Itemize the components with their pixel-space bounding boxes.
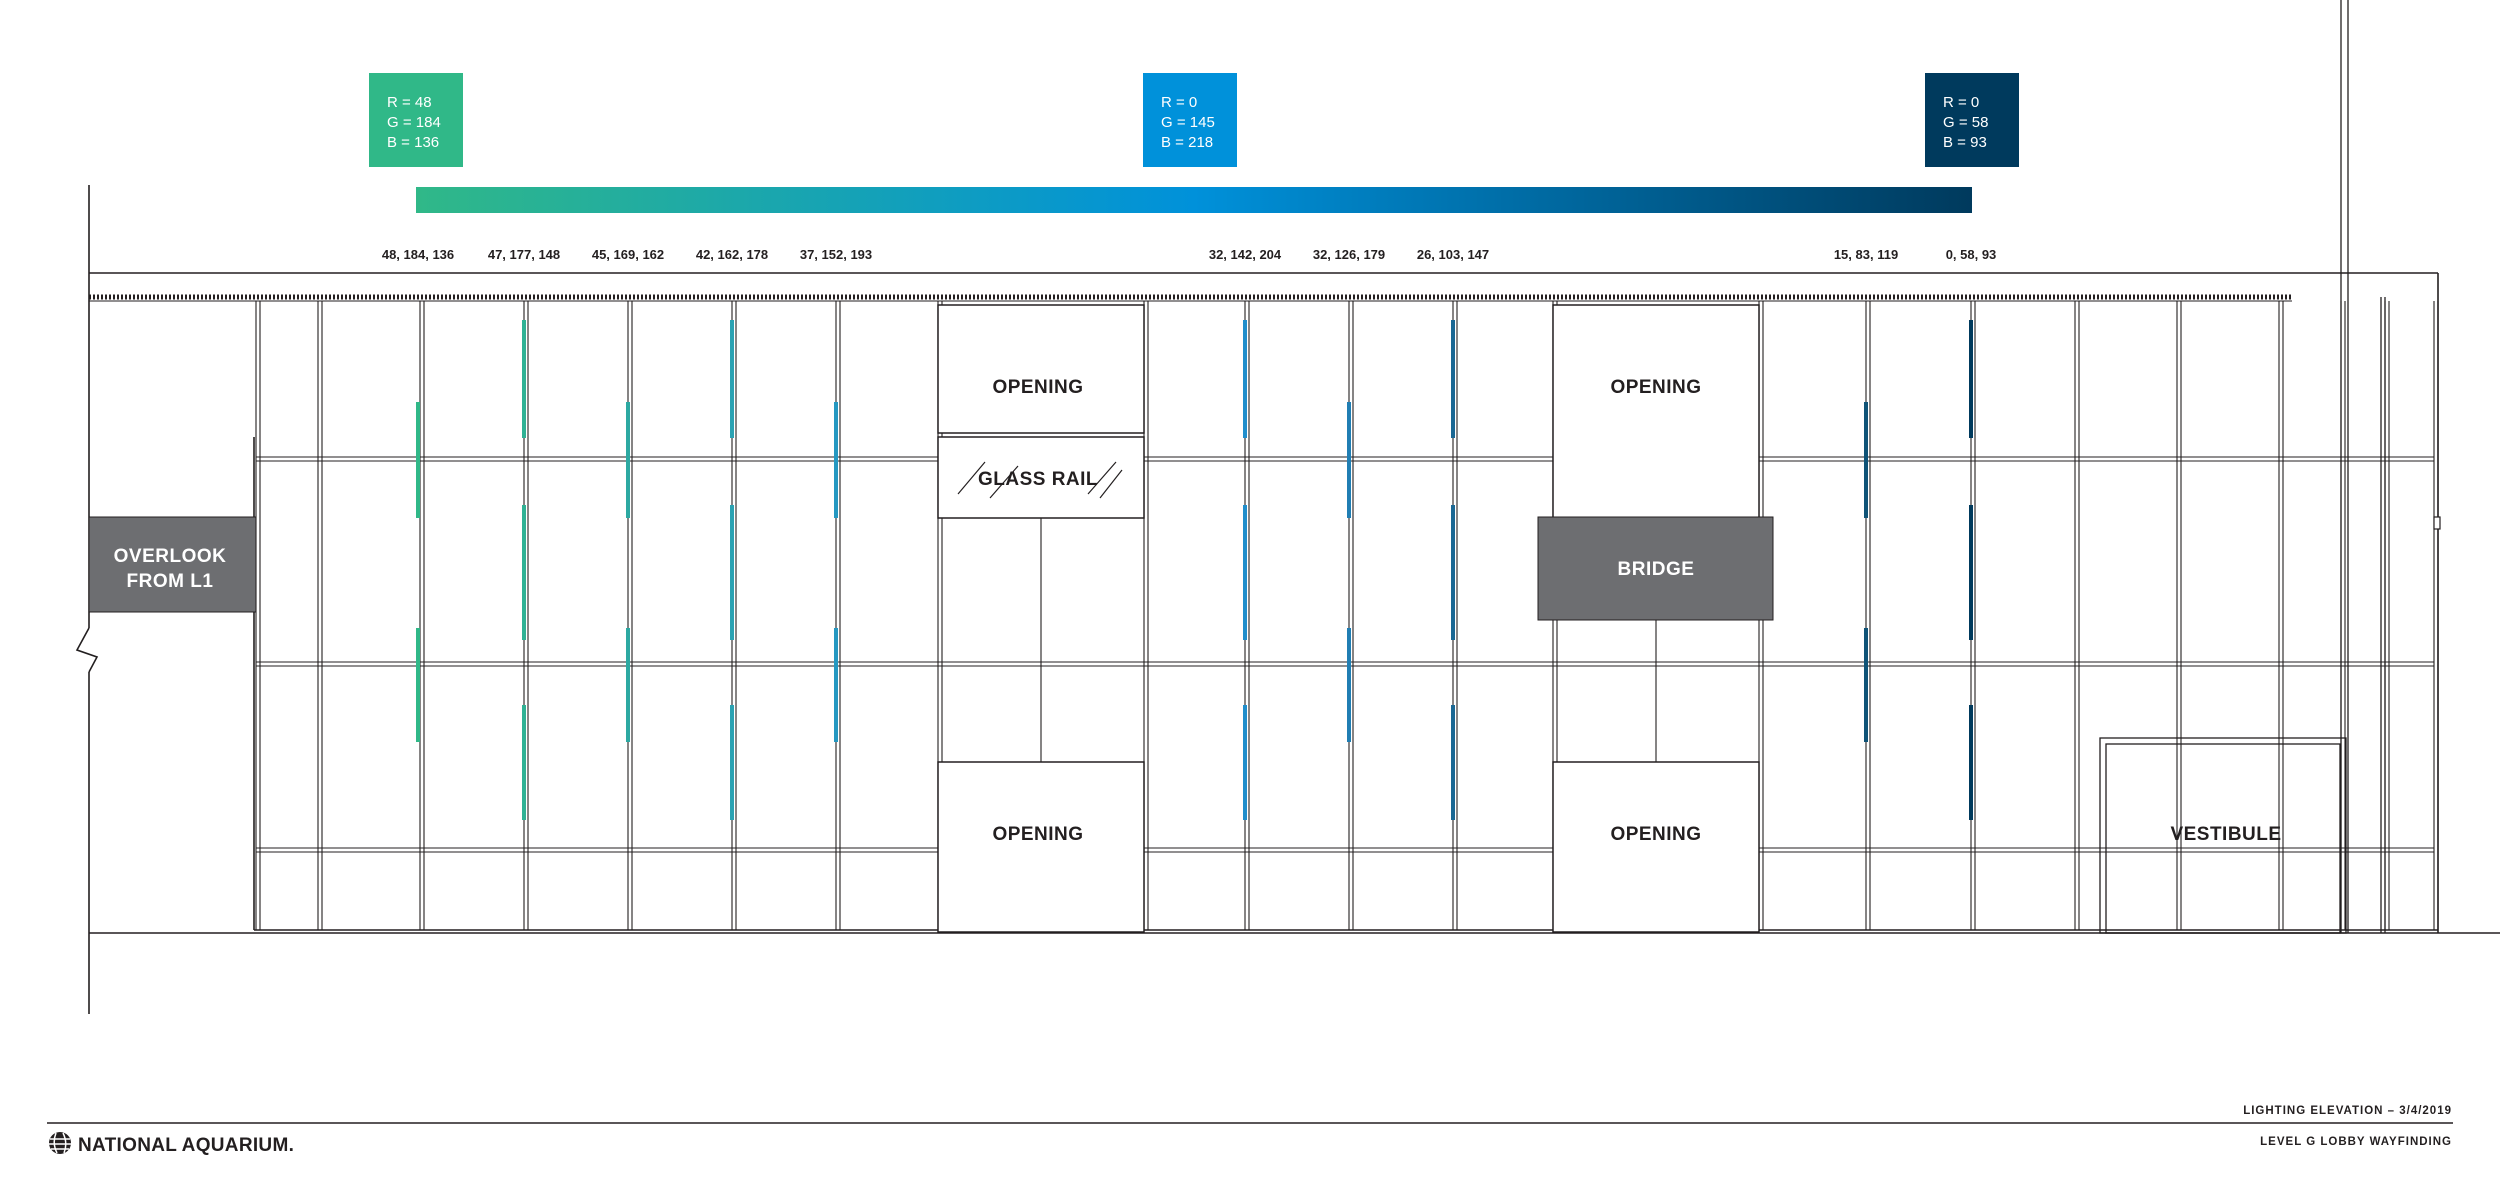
opening-boxes [937,304,1760,933]
swatch-value-text: G = 58 [1943,114,1988,131]
light-fixture-group [416,320,1973,820]
rgb-value-label: 26, 103, 147 [1417,247,1489,262]
overlook-label-box [88,516,257,613]
rgb-value-label: 45, 169, 162 [592,247,664,262]
glass-rail-hatch [957,461,1123,499]
curtain-wall-structure [75,185,2500,1014]
swatch-value-text: R = 48 [387,94,432,111]
rgb-label-group: 48, 184, 136 47, 177, 148 45, 169, 162 42, … [382,247,1996,262]
panel-grid [255,301,2439,930]
swatch-box [1925,73,2019,167]
overlook-label-line1: OVERLOOK [114,546,227,567]
opening-top-left-label: OPENING [992,377,1083,398]
rgb-value-label: 32, 142, 204 [1209,247,1282,262]
color-swatch: R = 0 G = 145 B = 218 [1143,73,1237,167]
swatch-value-text: B = 136 [387,134,439,151]
vertical-pipe [2340,0,2441,933]
rgb-value-label: 42, 162, 178 [696,247,768,262]
swatch-value-text: B = 93 [1943,134,1987,151]
swatch-value-text: G = 145 [1161,114,1215,131]
opening-top-right-label: OPENING [1610,377,1701,398]
color-swatch: R = 0 G = 58 B = 93 [1925,73,2019,167]
rgb-value-label: 15, 83, 119 [1834,247,1898,262]
swatch-value-text: B = 218 [1161,134,1213,151]
globe-logo-icon [49,1132,71,1154]
rgb-value-label: 37, 152, 193 [800,247,872,262]
swatch-box [369,73,463,167]
color-swatch: R = 48 G = 184 B = 136 [369,73,463,167]
rgb-value-label: 48, 184, 136 [382,247,454,262]
overlook-label-line2: FROM L1 [127,571,214,592]
swatch-value-text: R = 0 [1161,94,1197,111]
rgb-value-label: 32, 126, 179 [1313,247,1385,262]
brand-name: NATIONAL AQUARIUM. [78,1135,294,1156]
bridge-label-box [1537,516,1774,621]
swatch-value-text: R = 0 [1943,94,1979,111]
color-gradient-bar [416,187,1972,213]
swatch-box [1143,73,1237,167]
vestibule-label: VESTIBULE [2170,824,2281,845]
drawing-subtitle: LEVEL G LOBBY WAYFINDING [2260,1136,2452,1148]
glass-rail-label: GLASS RAIL [978,469,1098,490]
swatch-value-text: G = 184 [387,114,441,131]
rgb-value-label: 47, 177, 148 [488,247,560,262]
bridge-label: BRIDGE [1618,559,1695,580]
rgb-value-label: 0, 58, 93 [1946,247,1997,262]
drawing-title: LIGHTING ELEVATION – 3/4/2019 [2243,1105,2452,1117]
vestibule-frame [2099,737,2347,934]
opening-bottom-left-label: OPENING [992,824,1083,845]
opening-bottom-right-label: OPENING [1610,824,1701,845]
